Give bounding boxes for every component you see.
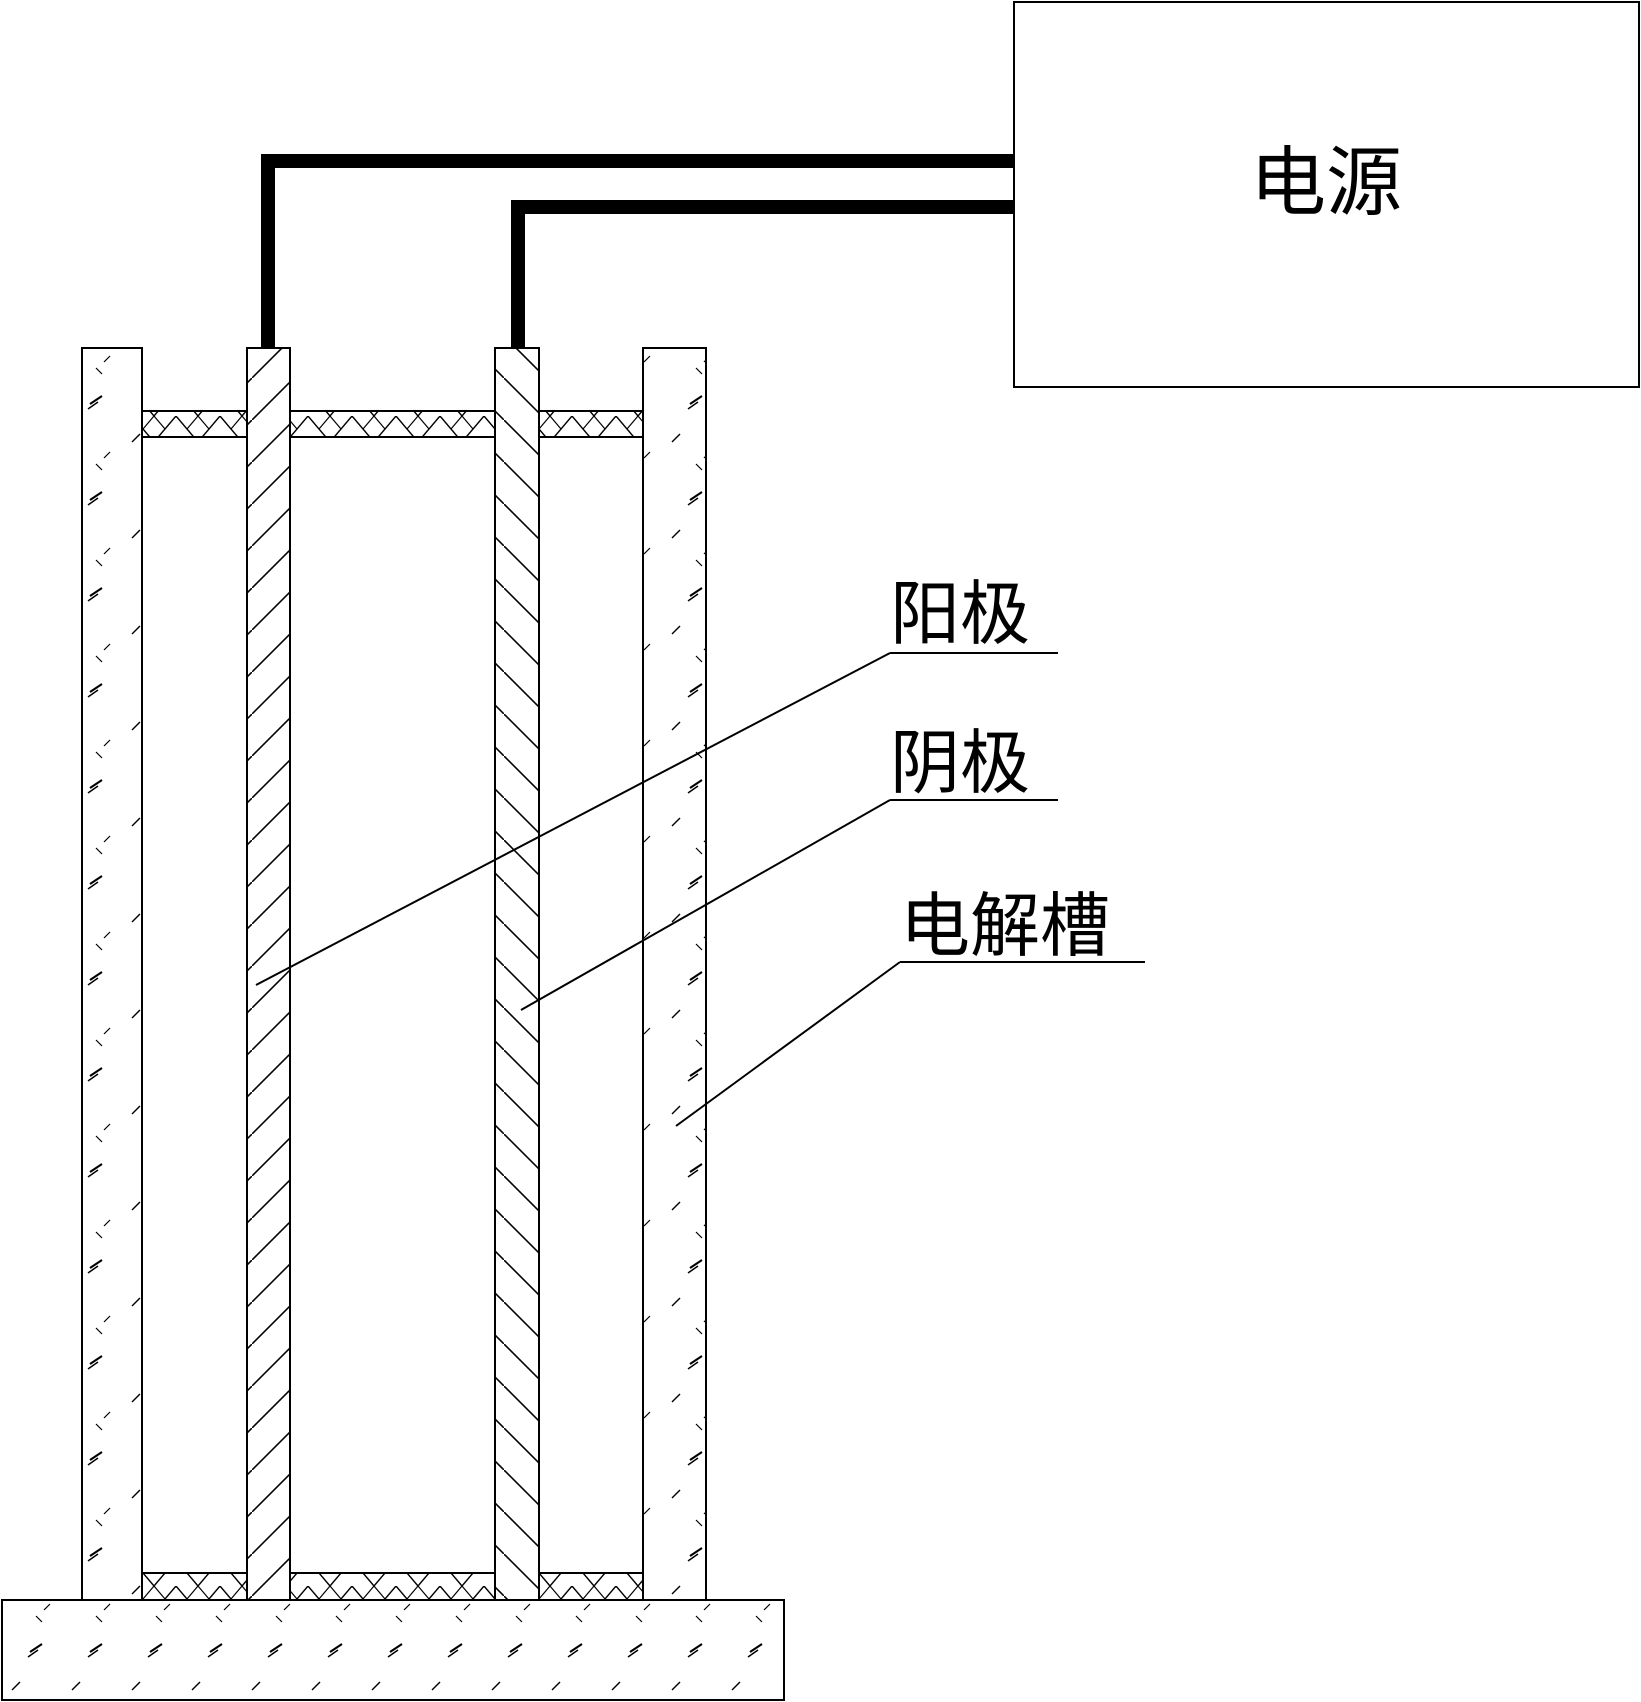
power-supply-box (1013, 1, 1640, 388)
cell-leader-line (675, 961, 901, 1127)
anode-plate (246, 347, 291, 1601)
top-seal-left (141, 410, 248, 438)
cell-left-wall (81, 347, 143, 1601)
cell-right-wall (642, 347, 707, 1601)
anode-wire (261, 154, 1014, 348)
cathode-leader-line (520, 799, 891, 1011)
power-supply-label: 电源 (1250, 138, 1402, 227)
cathode-plate (494, 347, 540, 1601)
bottom-seal-middle (289, 1572, 496, 1601)
anode-callout: 阳极 (255, 573, 1058, 986)
anode-label: 阳极 (890, 573, 1030, 655)
top-seal-right (538, 410, 644, 438)
bottom-seal-right (538, 1572, 644, 1601)
anode-leader-line (255, 652, 891, 986)
bottom-seal (141, 1572, 644, 1601)
power-supply: 电源 (1013, 1, 1640, 388)
top-seal (141, 410, 644, 438)
cell-base (1, 1599, 785, 1701)
cathode-label: 阴极 (890, 722, 1030, 804)
electrolytic-cell (1, 347, 785, 1701)
bottom-seal-left (141, 1572, 248, 1601)
cell-callout: 电解槽 (675, 885, 1145, 1127)
cell-label: 电解槽 (900, 885, 1110, 967)
cathode-callout: 阴极 (520, 722, 1058, 1011)
cathode-wire (511, 200, 1014, 348)
top-seal-middle (289, 410, 496, 438)
